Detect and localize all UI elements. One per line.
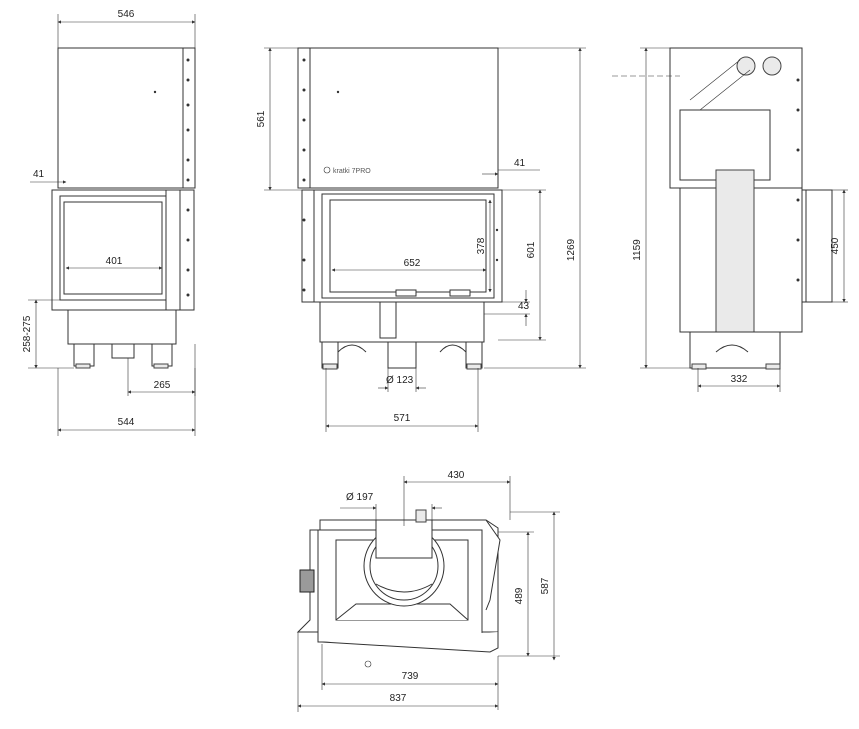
dim-side-opening: 450 — [830, 237, 841, 254]
dim-leg-spacing: 265 — [154, 380, 171, 391]
dim-glass-width-front: 401 — [106, 256, 123, 267]
dim-depth-outer: 587 — [540, 577, 551, 594]
dim-width-bottom: 544 — [118, 417, 135, 428]
dim-total-height: 1269 — [566, 238, 577, 261]
brand-logo: kratki 7PRO — [333, 168, 371, 175]
dim-depth-inner: 489 — [514, 587, 525, 604]
dim-width-inner: 739 — [402, 671, 419, 682]
front-view-dimensions: 546 41 401 258-275 265 544 — [22, 9, 196, 436]
dim-leg-height: 258-275 — [22, 315, 33, 352]
side-view-dimensions: 1159 450 332 — [632, 47, 848, 392]
dim-flue-offset: 430 — [448, 470, 465, 481]
dim-bottom-offset: 43 — [518, 301, 530, 312]
dim-side-depth: 332 — [731, 374, 748, 385]
front-view-wide-dimensions: 561 41 652 378 601 1269 43 Ø 123 571 — [256, 47, 586, 432]
dim-base-width: 571 — [394, 413, 411, 424]
dim-glass-width-wide: 652 — [404, 258, 421, 269]
top-view — [296, 509, 501, 668]
top-view-dimensions: Ø 197 430 489 587 739 837 — [297, 470, 560, 712]
dim-width-top: 546 — [118, 9, 135, 20]
side-view — [612, 47, 833, 370]
dim-frame-offset-left: 41 — [33, 169, 45, 180]
dim-door-height: 601 — [526, 241, 537, 258]
dim-flue-diameter: Ø 197 — [346, 492, 374, 503]
dim-upper-height: 561 — [256, 110, 267, 127]
dim-outlet-diameter: Ø 123 — [386, 375, 414, 386]
front-view-wide: kratki 7PRO — [297, 47, 503, 370]
dim-side-height: 1159 — [632, 239, 643, 261]
dim-frame-offset-right: 41 — [514, 158, 526, 169]
dim-glass-height: 378 — [476, 237, 487, 254]
dim-width-outer: 837 — [390, 693, 407, 704]
front-view — [51, 47, 196, 369]
